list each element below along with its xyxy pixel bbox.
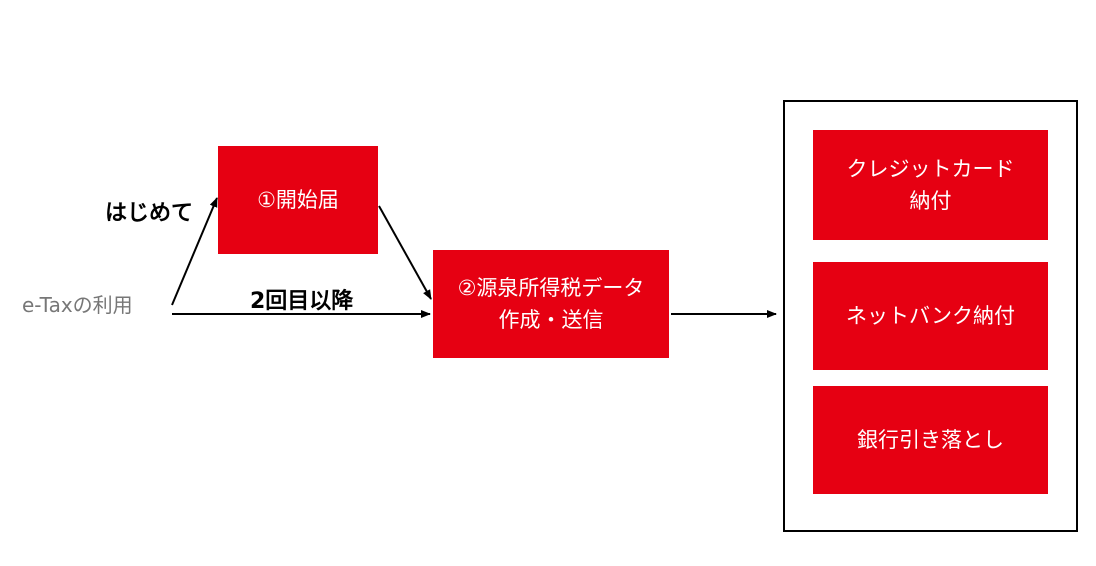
second-time-label: 2回目以降 [250, 289, 354, 314]
credit-card-label-line1: クレジットカード [846, 157, 1015, 181]
step1-label: ①開始届 [257, 188, 339, 212]
arrow-step1-to-step2 [378, 205, 432, 300]
net-bank-payment-box[interactable]: ネットバンク納付 [813, 262, 1048, 370]
net-bank-label: ネットバンク納付 [845, 304, 1016, 328]
start-label: e-Taxの利用 [22, 293, 133, 317]
step2-label-line1: ②源泉所得税データ [457, 276, 645, 300]
bank-debit-label: 銀行引き落とし [857, 428, 1004, 452]
step1-start-notification-box[interactable]: ①開始届 [218, 146, 378, 254]
payment-methods-frame [783, 100, 1078, 532]
arrow-start-to-step1 [171, 197, 218, 306]
step2-data-submission-box[interactable]: ②源泉所得税データ 作成・送信 [433, 250, 669, 358]
bank-debit-payment-box[interactable]: 銀行引き落とし [813, 386, 1048, 494]
credit-card-payment-box[interactable]: クレジットカード 納付 [813, 130, 1048, 240]
first-time-label: はじめて [105, 201, 194, 226]
credit-card-label-line2: 納付 [909, 189, 952, 213]
step2-label-line2: 作成・送信 [498, 308, 604, 332]
